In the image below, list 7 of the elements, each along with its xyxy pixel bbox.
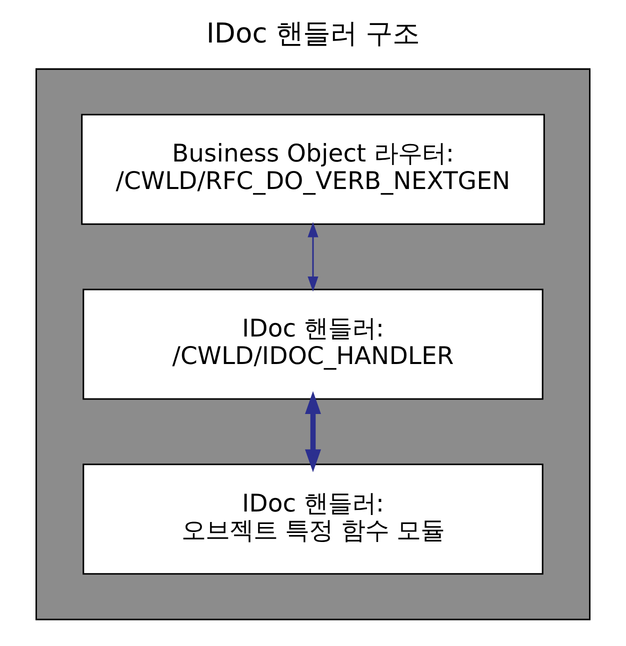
node-box: IDoc 핸들러: 오브젝트 특정 함수 모듈 xyxy=(82,464,544,575)
node-box: Business Object 라우터: /CWLD/RFC_DO_VERB_NEXTGEN xyxy=(81,114,545,225)
cluster xyxy=(35,68,591,620)
node-box: IDoc 핸들러: /CWLD/IDOC_HANDLER xyxy=(82,288,544,400)
arrow xyxy=(305,391,321,472)
diagram-title: IDoc 핸들러 구조 xyxy=(206,18,420,50)
arrow xyxy=(308,222,318,292)
